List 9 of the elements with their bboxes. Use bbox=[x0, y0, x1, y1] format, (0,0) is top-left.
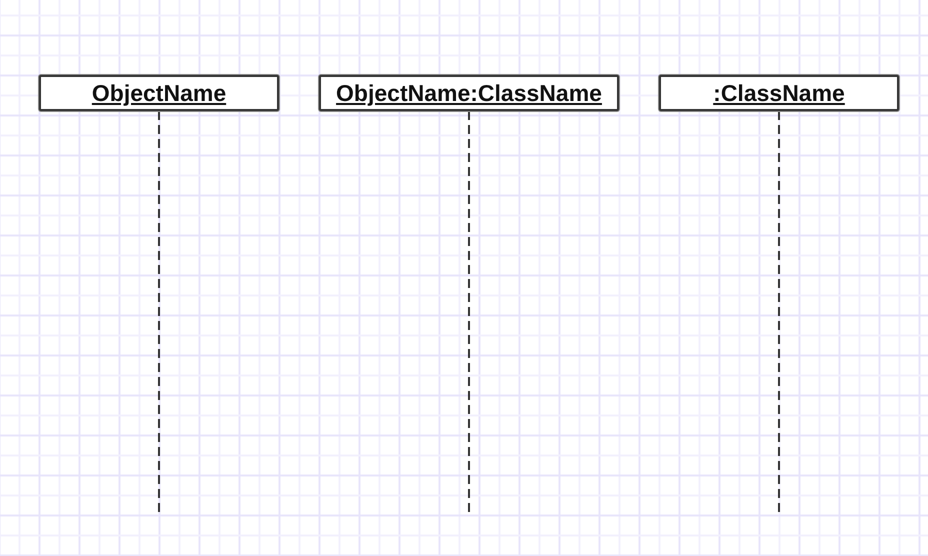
lifeline bbox=[158, 111, 160, 512]
lifeline bbox=[468, 111, 470, 512]
object-box bbox=[39, 75, 279, 111]
object-box bbox=[319, 75, 619, 111]
object-box bbox=[659, 75, 899, 111]
object-name-label: ObjectName:ClassName bbox=[336, 80, 602, 106]
object-name-label: ObjectName bbox=[92, 80, 226, 106]
object-name-label: :ClassName bbox=[713, 80, 845, 106]
lifeline bbox=[778, 111, 780, 512]
